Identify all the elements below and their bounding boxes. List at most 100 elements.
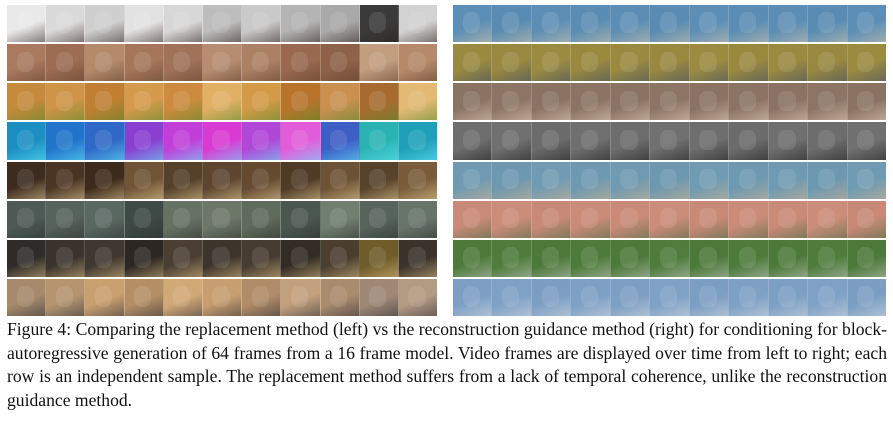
video-frame: [808, 44, 848, 82]
video-frame: [398, 44, 438, 82]
video-frame: [281, 44, 321, 82]
video-frame: [610, 161, 651, 199]
video-frame: [163, 122, 203, 160]
video-frame: [453, 239, 493, 277]
video-frame: [320, 239, 360, 277]
right-sample-row-black-white-street: [453, 122, 886, 160]
video-frame: [46, 122, 86, 160]
video-frame: [650, 161, 690, 199]
video-frame: [202, 5, 243, 43]
video-frame: [202, 44, 243, 82]
video-frame: [571, 83, 611, 121]
video-frame: [492, 83, 532, 121]
figure-caption: Figure 4: Comparing the replacement meth…: [7, 319, 887, 410]
video-frame: [650, 83, 690, 121]
video-frame: [689, 122, 730, 160]
video-frame: [320, 278, 360, 316]
video-frame: [531, 278, 572, 316]
video-frame: [847, 200, 886, 238]
video-frame: [808, 5, 848, 43]
video-frame: [242, 83, 282, 121]
right-sample-row-child-playing: [453, 161, 886, 199]
video-frame: [808, 122, 848, 160]
left-sample-row-christmas-tree: [7, 161, 438, 199]
video-frame: [242, 161, 282, 199]
video-frame: [398, 239, 438, 277]
video-frame: [359, 278, 399, 316]
video-frame: [46, 5, 86, 43]
video-frame: [650, 278, 690, 316]
video-frame: [453, 200, 493, 238]
video-frame: [531, 122, 572, 160]
video-frame: [808, 83, 848, 121]
video-frame: [359, 83, 399, 121]
video-frame: [571, 44, 611, 82]
video-frame: [808, 161, 848, 199]
video-frame: [847, 83, 886, 121]
video-frame: [320, 83, 360, 121]
video-frame: [163, 5, 203, 43]
video-frame: [768, 83, 809, 121]
video-frame: [46, 239, 86, 277]
video-frame: [46, 200, 86, 238]
video-frame: [492, 239, 532, 277]
video-frame: [768, 200, 809, 238]
video-frame: [729, 5, 769, 43]
right-sample-row-couple-walking-field: [453, 44, 886, 82]
video-frame: [571, 239, 611, 277]
video-frame: [571, 161, 611, 199]
video-frame: [650, 200, 690, 238]
right-sample-row-venice-waterfront: [453, 5, 886, 43]
video-frame: [85, 5, 125, 43]
video-frame: [320, 44, 360, 82]
video-frame: [242, 122, 282, 160]
video-frame: [453, 161, 493, 199]
video-frame: [242, 200, 282, 238]
video-frame: [202, 83, 243, 121]
video-frame: [729, 278, 769, 316]
video-frame: [847, 5, 886, 43]
video-frame: [847, 239, 886, 277]
video-frame: [531, 161, 572, 199]
video-frame: [729, 239, 769, 277]
video-frame: [768, 122, 809, 160]
video-frame: [689, 278, 730, 316]
video-frame: [359, 5, 399, 43]
video-frame: [650, 44, 690, 82]
video-frame: [7, 161, 47, 199]
video-frame: [281, 122, 321, 160]
video-frame: [359, 239, 399, 277]
video-frame: [202, 200, 243, 238]
video-frame: [847, 122, 886, 160]
video-frame: [281, 161, 321, 199]
video-frame: [85, 200, 125, 238]
video-frame: [202, 278, 243, 316]
video-frame: [531, 83, 572, 121]
video-frame: [808, 200, 848, 238]
video-frame: [492, 5, 532, 43]
right-sample-row-person-on-path: [453, 239, 886, 277]
video-frame: [531, 44, 572, 82]
video-frame: [202, 122, 243, 160]
video-frame: [281, 278, 321, 316]
video-frame: [242, 44, 282, 82]
video-frame: [7, 44, 47, 82]
video-frame: [453, 122, 493, 160]
video-frame: [650, 122, 690, 160]
video-frame: [359, 44, 399, 82]
video-frame: [163, 44, 203, 82]
video-frame: [729, 161, 769, 199]
video-frame: [571, 5, 611, 43]
video-frame: [7, 278, 47, 316]
video-frame: [398, 122, 438, 160]
video-frame: [610, 200, 651, 238]
left-sample-row-bubbles: [7, 122, 438, 160]
video-frame: [163, 239, 203, 277]
video-frame: [281, 83, 321, 121]
video-frame: [359, 200, 399, 238]
replacement-method-panel: [7, 5, 438, 316]
video-frame: [689, 161, 730, 199]
video-frame: [320, 200, 360, 238]
reconstruction-guidance-panel: [453, 5, 886, 316]
